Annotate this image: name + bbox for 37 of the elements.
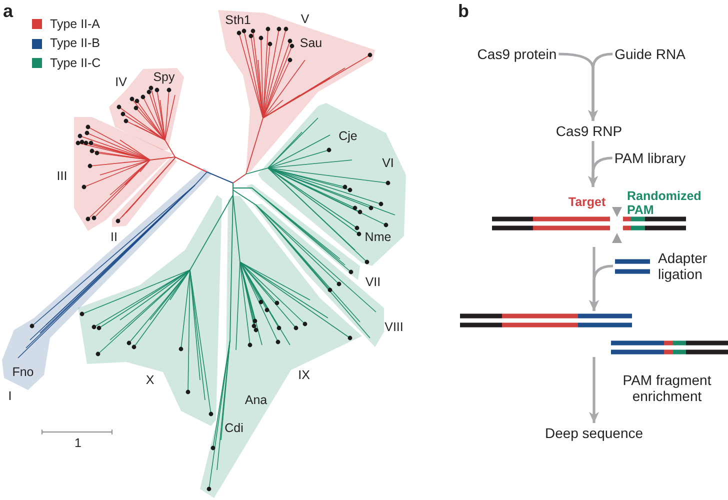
species-label: Cdi [224, 420, 244, 436]
species-label: Ana [244, 392, 268, 408]
step-label: Guide RNA [614, 46, 686, 62]
species-label: Fno [12, 364, 34, 380]
species-label: Sth1 [225, 12, 251, 28]
legend-label: Type II-A [50, 16, 100, 32]
clade-label: VI [382, 156, 394, 170]
species-label: Spy [153, 70, 175, 84]
clade-label: II [110, 230, 118, 244]
clade-label: X [146, 372, 154, 388]
scale-bar-label: 1 [74, 436, 82, 450]
clade-label: III [56, 168, 68, 184]
step-label: Cas9 protein [477, 46, 557, 62]
panel-letter: a [3, 0, 14, 22]
species-label: Cje [338, 128, 358, 144]
arrow [588, 156, 612, 187]
step-label: Deep sequence [544, 424, 644, 442]
step-label: Adapter ligation [658, 250, 708, 282]
arrow [588, 52, 613, 121]
region-label: Target [568, 194, 606, 210]
clade-label: VII [365, 274, 381, 290]
arrow [589, 264, 614, 311]
species-label: Sau [300, 36, 322, 50]
legend-label: Type II-C [50, 56, 101, 70]
clade-label: V [300, 12, 310, 26]
clade-label: VIII [384, 320, 404, 334]
clade-label: I [8, 388, 12, 404]
region-label: Randomized PAM [627, 189, 702, 218]
clade-label: IV [115, 74, 127, 90]
legend-label: Type II-B [50, 36, 100, 51]
species-label: Nme [364, 230, 392, 244]
clade-label: IX [298, 368, 310, 382]
step-label: PAM library [614, 150, 686, 166]
edge-label: PAM fragment enrichment [622, 372, 712, 404]
arrow [589, 357, 599, 423]
step-label: Cas9 RNP [556, 122, 622, 140]
panel-letter: b [458, 0, 469, 22]
